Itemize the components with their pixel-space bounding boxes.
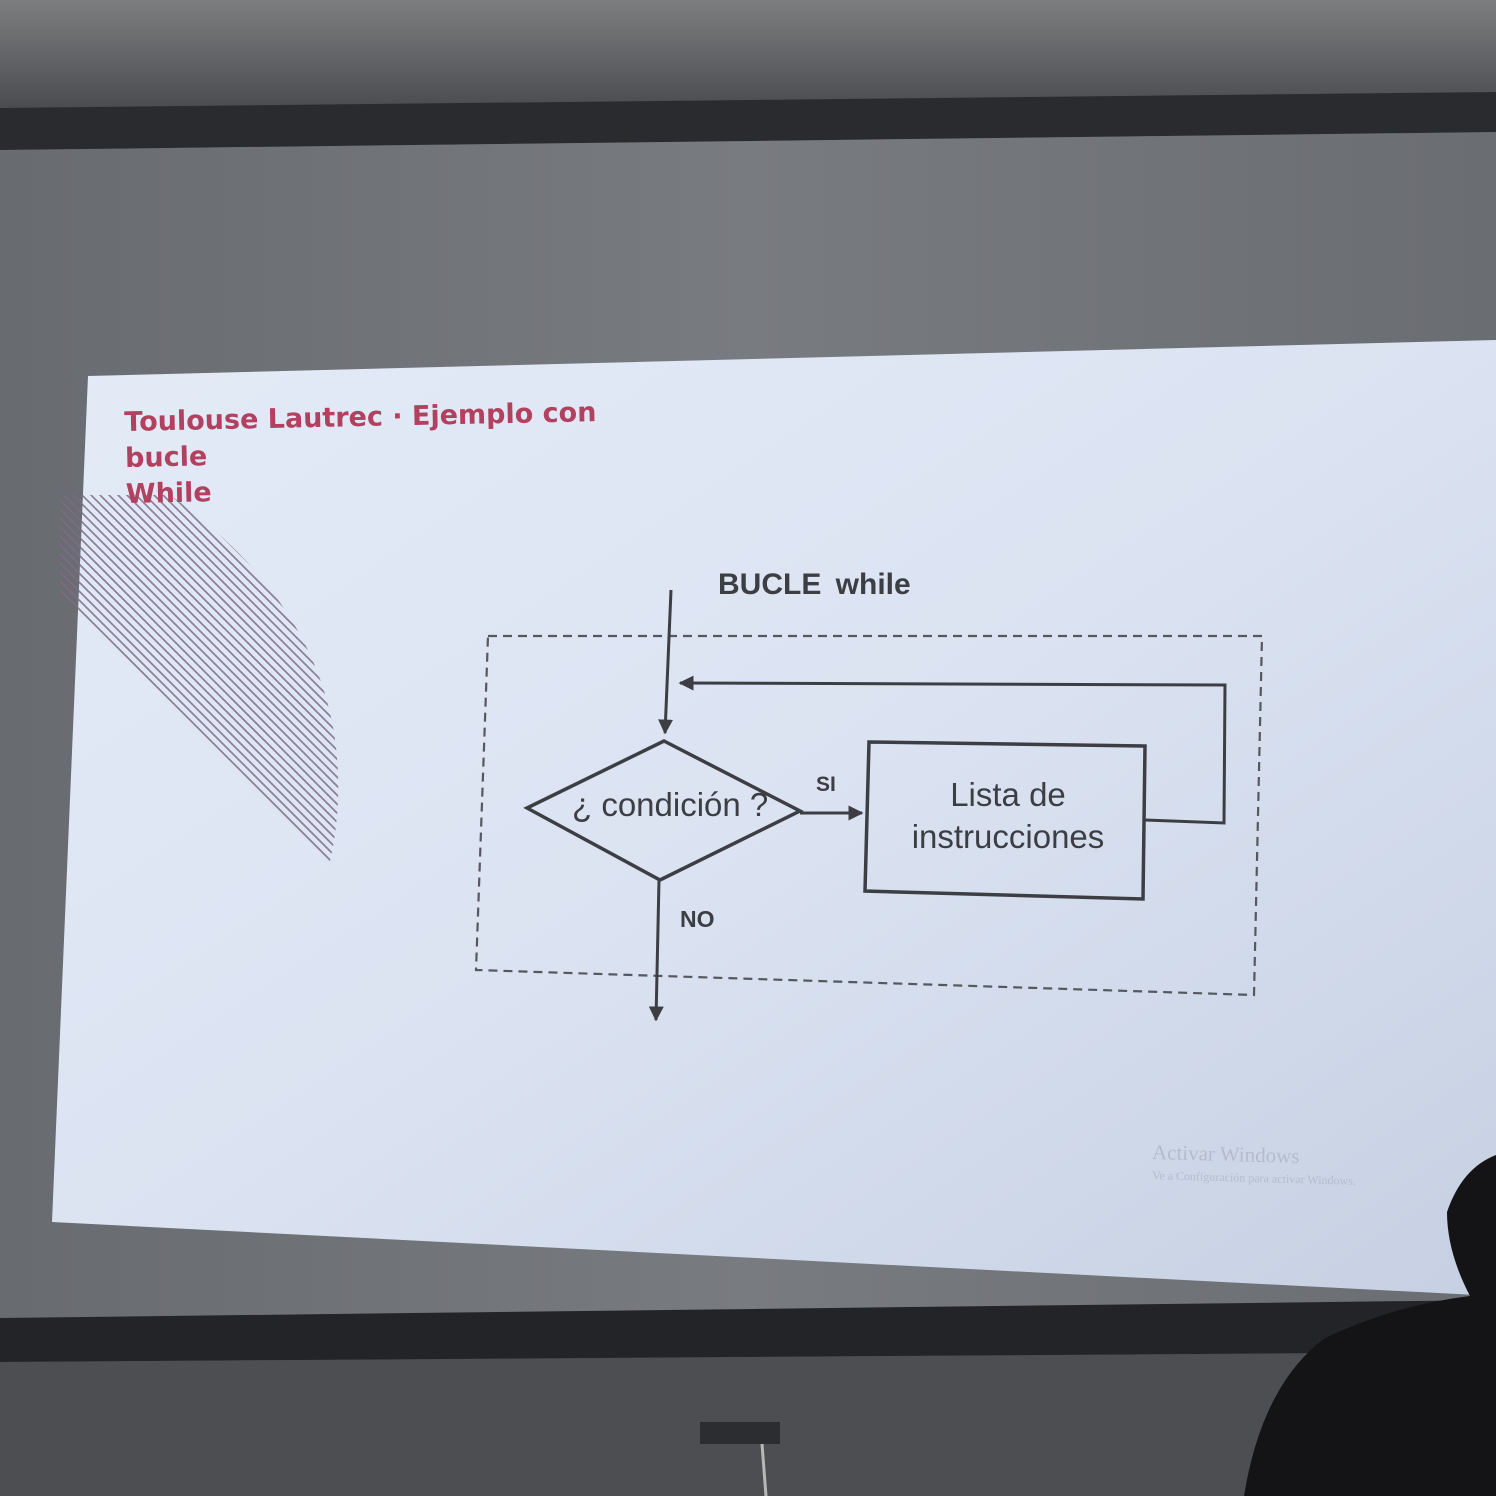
hatch-line bbox=[76, 495, 339, 1105]
person-silhouette bbox=[1244, 1155, 1496, 1496]
entry-arrow bbox=[658, 589, 674, 735]
slide-title-line1: Toulouse Lautrec · Ejemplo con bucle bbox=[124, 397, 597, 474]
loop-back-arrow bbox=[678, 675, 1227, 825]
yes-label: SI bbox=[816, 773, 836, 796]
instructions-label-line1: Lista de bbox=[950, 776, 1066, 813]
hatch-line bbox=[60, 495, 339, 1105]
hatch-line bbox=[103, 495, 339, 1105]
hatch-line bbox=[166, 495, 339, 1105]
projected-slide bbox=[52, 340, 1496, 1296]
exit-arrow bbox=[648, 879, 664, 1022]
hatch-line bbox=[60, 495, 339, 1105]
hatch-line bbox=[112, 495, 339, 1105]
hatch-line bbox=[85, 495, 339, 1105]
flowchart-heading: BUCLE while bbox=[718, 568, 911, 601]
hatch-line bbox=[60, 495, 339, 1105]
hatch-line bbox=[60, 495, 339, 1105]
activation-watermark-title: Activar Windows bbox=[1151, 1139, 1300, 1169]
screen-pull-handle bbox=[700, 1422, 780, 1444]
hatch-line bbox=[157, 495, 339, 1105]
hatch-line bbox=[60, 495, 339, 1105]
instructions-label: Lista de instrucciones bbox=[880, 774, 1136, 858]
hatch-line bbox=[67, 495, 339, 1105]
no-label: NO bbox=[680, 906, 715, 932]
hatch-line bbox=[121, 495, 339, 1105]
hatch-line bbox=[60, 495, 339, 1105]
hatch-line bbox=[148, 495, 339, 1105]
hatch-line bbox=[60, 495, 339, 1105]
hatch-line bbox=[130, 495, 339, 1105]
hatch-line bbox=[60, 495, 339, 1105]
hatch-line bbox=[60, 495, 339, 1105]
screen-bottom-bar bbox=[0, 1300, 1496, 1362]
condition-label: ¿ condición ? bbox=[572, 786, 769, 823]
ceiling bbox=[0, 0, 1496, 110]
loop-container-dashed bbox=[474, 634, 1264, 997]
hatch-line bbox=[94, 495, 339, 1105]
hatch-line bbox=[139, 495, 339, 1105]
screen-housing bbox=[0, 92, 1496, 150]
slide-title: Toulouse Lautrec · Ejemplo con bucle Whi… bbox=[124, 393, 686, 513]
condition-diamond bbox=[523, 739, 804, 882]
pull-cord bbox=[760, 1443, 768, 1496]
hatch-line bbox=[60, 495, 339, 1105]
instructions-label-line2: instrucciones bbox=[911, 818, 1105, 855]
instructions-box bbox=[863, 740, 1147, 901]
hatch-line bbox=[60, 495, 339, 1105]
hatch-line bbox=[60, 495, 339, 1105]
